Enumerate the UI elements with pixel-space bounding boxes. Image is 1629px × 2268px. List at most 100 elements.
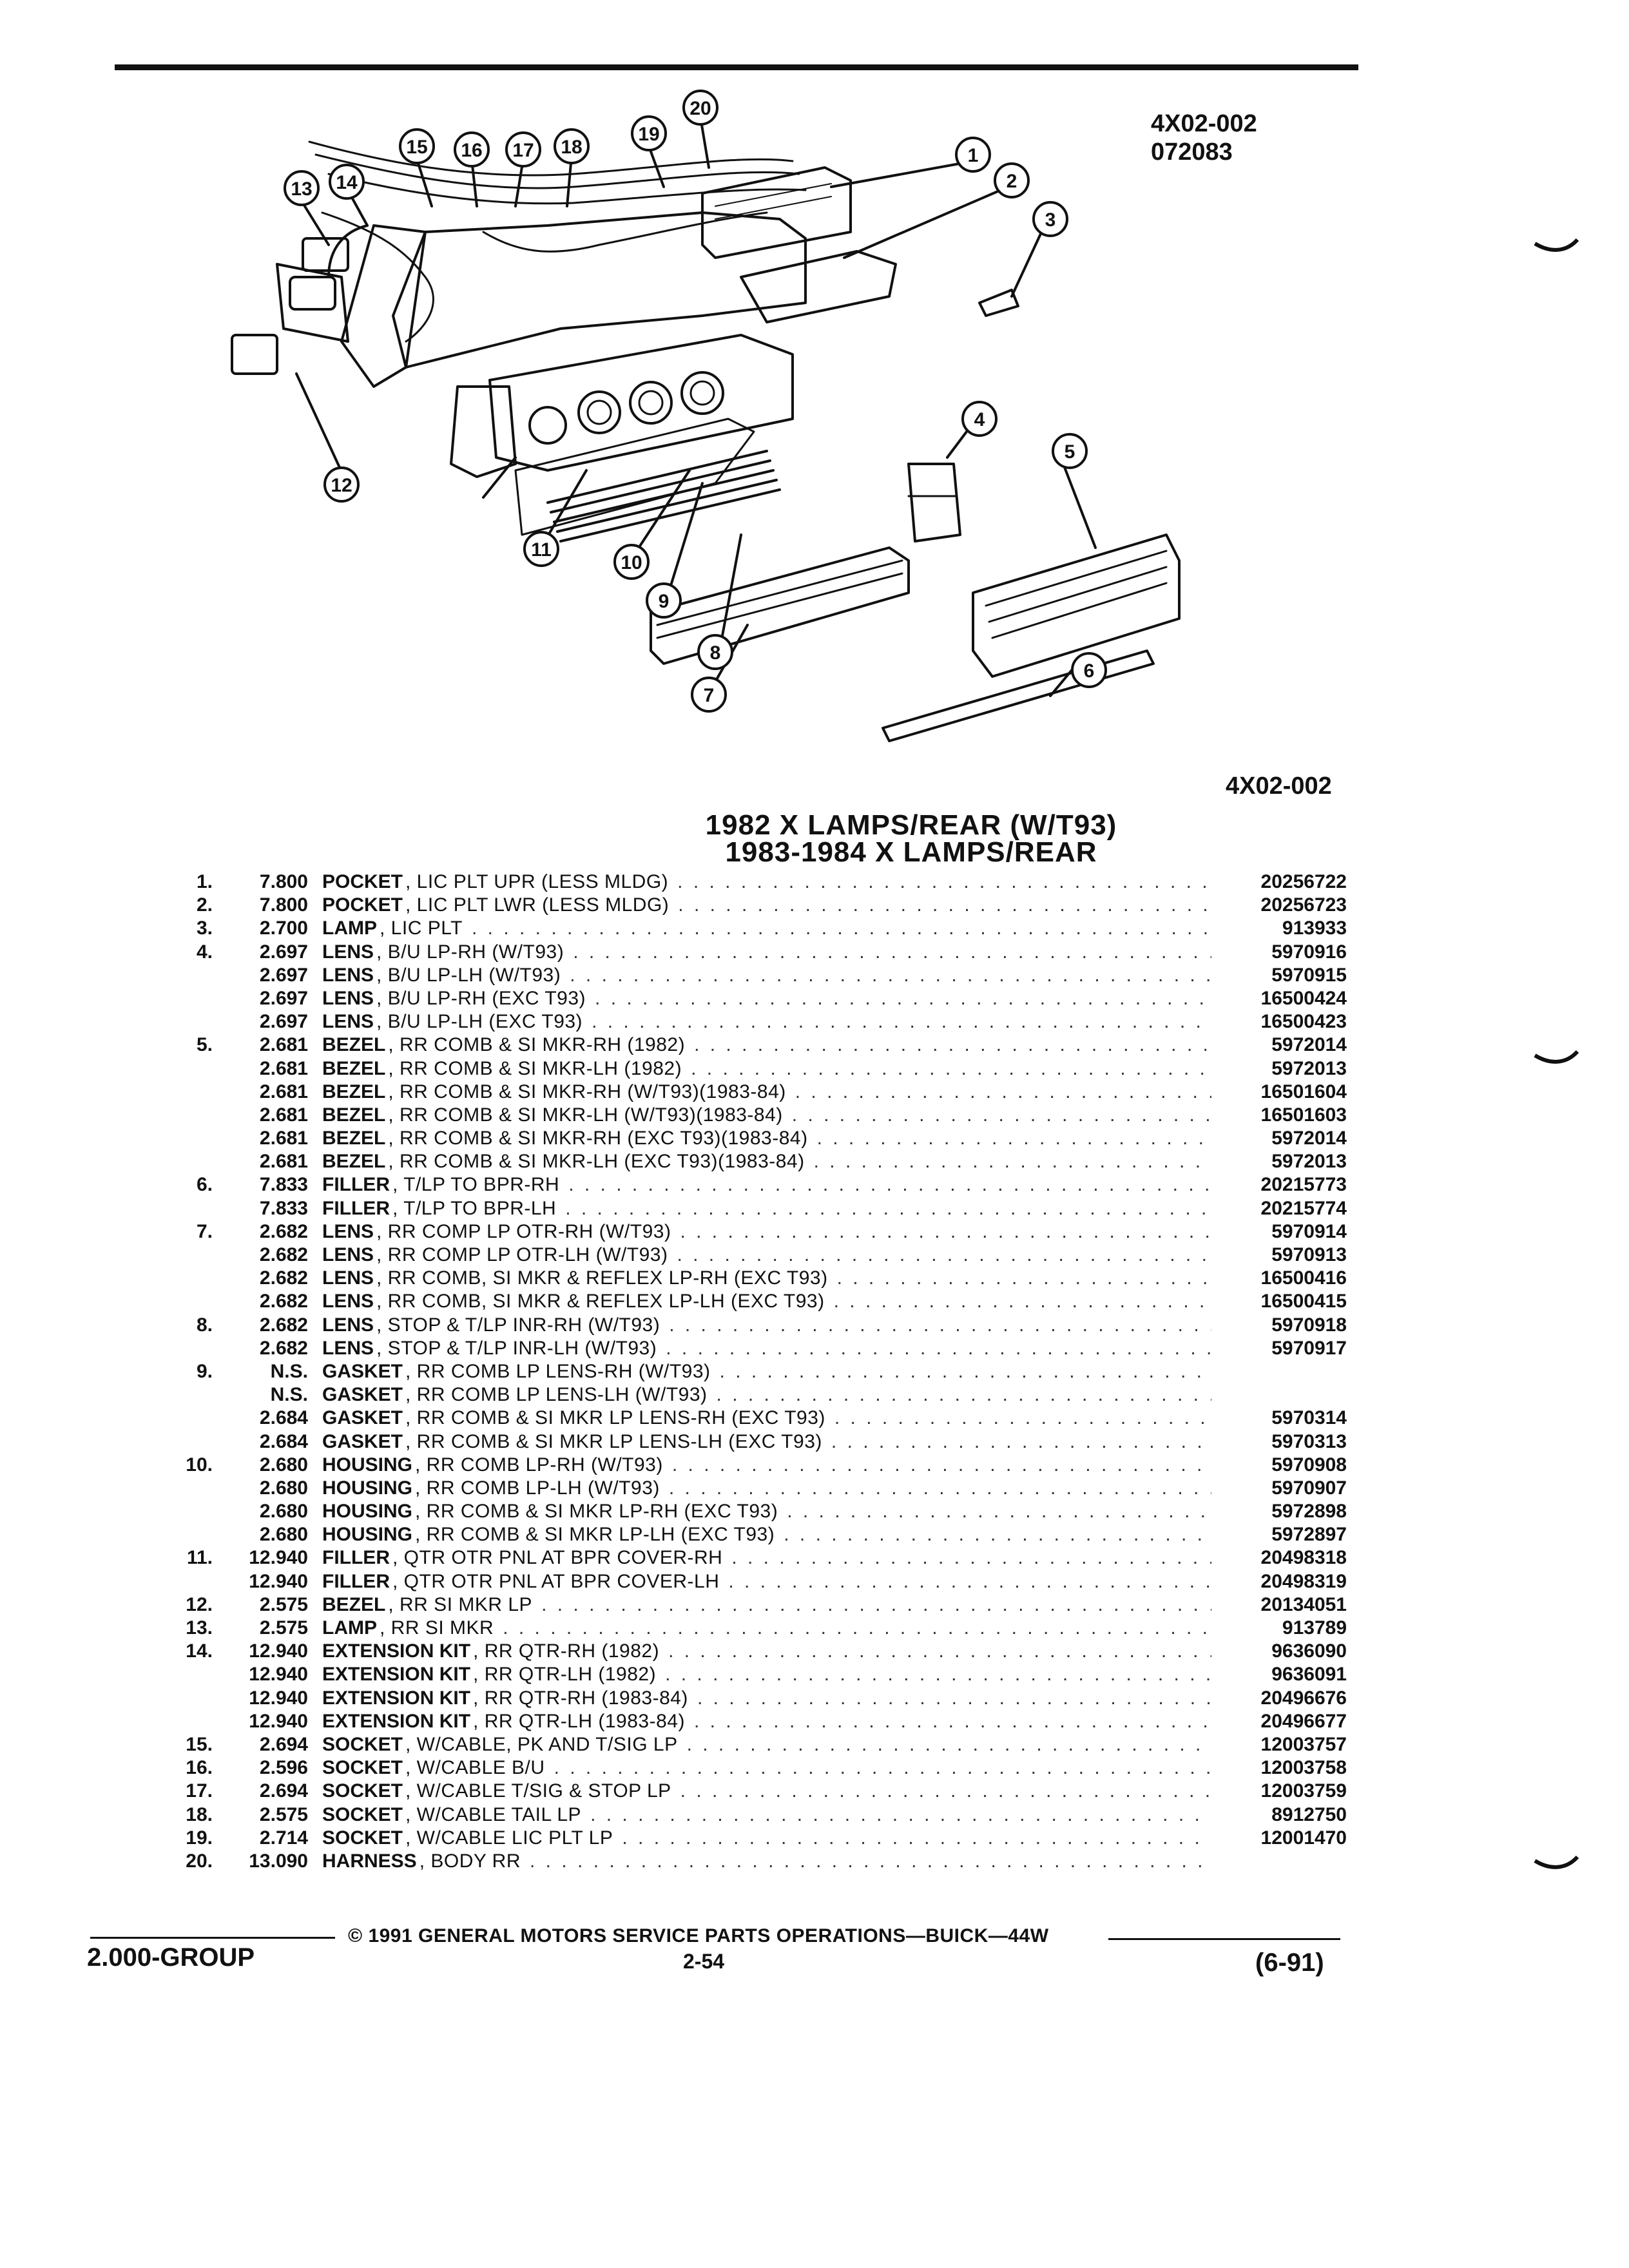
- leader-dots: . . . . . . . . . . . . . . . . . . . . …: [716, 1384, 1211, 1406]
- part-name: GASKET: [322, 1430, 403, 1452]
- group-code: 2.680: [259, 1454, 308, 1475]
- group-code: 2.681: [259, 1104, 308, 1126]
- part-name: GASKET: [322, 1360, 403, 1382]
- part-name: LENS: [322, 941, 374, 963]
- part-name: HOUSING: [322, 1501, 413, 1523]
- part-name: FILLER: [322, 1547, 390, 1569]
- part-number: 20496677: [1260, 1710, 1347, 1732]
- item-number: 6.: [196, 1174, 213, 1196]
- part-name: LENS: [322, 1314, 374, 1336]
- part-description: , RR COMB & SI MKR-RH (W/T93)(1983-84): [388, 1081, 786, 1102]
- group-code: 12.940: [249, 1710, 308, 1732]
- leader-dots: . . . . . . . . . . . . . . . . . . . . …: [678, 894, 1211, 916]
- part-description: , STOP & T/LP INR-LH (W/T93): [376, 1337, 657, 1359]
- callout-17: 17: [512, 140, 534, 161]
- part-number: 20215774: [1260, 1197, 1347, 1219]
- part-number: 5970908: [1271, 1454, 1347, 1475]
- part-number: 5972014: [1271, 1128, 1347, 1149]
- leader-dots: . . . . . . . . . . . . . . . . . . . . …: [833, 1291, 1211, 1312]
- binder-mark-bottom: [1534, 1856, 1579, 1869]
- part-description: , RR COMP LP OTR-RH (W/T93): [376, 1220, 671, 1242]
- part-name: SOCKET: [322, 1827, 403, 1849]
- item-number: 19.: [186, 1827, 213, 1849]
- group-code: 7.833: [259, 1174, 308, 1196]
- part-name: HARNESS: [322, 1850, 417, 1872]
- footer-rule-left: [90, 1937, 335, 1939]
- item-number: 8.: [196, 1314, 213, 1336]
- part-description: , W/CABLE TAIL LP: [405, 1803, 582, 1825]
- top-rule: [115, 64, 1358, 70]
- part-name: LENS: [322, 1267, 374, 1289]
- callout-8: 8: [710, 642, 721, 664]
- group-code: 2.680: [259, 1524, 308, 1546]
- binder-mark-top: [1534, 238, 1579, 252]
- part-description: , RR COMB LP LENS-LH (W/T93): [405, 1384, 708, 1406]
- leader-dots: . . . . . . . . . . . . . . . . . . . . …: [834, 1407, 1211, 1429]
- part-name: BEZEL: [322, 1057, 386, 1079]
- group-code: 12.940: [249, 1640, 308, 1662]
- part-description: , RR COMB & SI MKR-LH (1982): [388, 1057, 682, 1079]
- item-number: 9.: [196, 1360, 213, 1382]
- leader-dots: . . . . . . . . . . . . . . . . . . . . …: [471, 918, 1211, 939]
- part-description: , LIC PLT: [380, 918, 463, 939]
- part-description: , W/CABLE T/SIG & STOP LP: [405, 1780, 671, 1802]
- leader-dots: . . . . . . . . . . . . . . . . . . . . …: [668, 1477, 1211, 1499]
- group-code: 2.681: [259, 1151, 308, 1173]
- part-number: 12003757: [1260, 1733, 1347, 1755]
- part-number: 20498319: [1260, 1570, 1347, 1592]
- group-code: 13.090: [249, 1850, 308, 1872]
- leader-dots: . . . . . . . . . . . . . . . . . . . . …: [592, 1011, 1211, 1033]
- leader-dots: . . . . . . . . . . . . . . . . . . . . …: [693, 1710, 1211, 1732]
- group-code: 2.682: [259, 1314, 308, 1336]
- leader-dots: . . . . . . . . . . . . . . . . . . . . …: [573, 941, 1211, 963]
- part-description: , B/U LP-LH (W/T93): [376, 964, 561, 986]
- callout-16: 16: [461, 140, 482, 161]
- leader-dots: . . . . . . . . . . . . . . . . . . . . …: [791, 1104, 1211, 1126]
- part-description: , W/CABLE LIC PLT LP: [405, 1827, 613, 1849]
- part-name: SOCKET: [322, 1733, 403, 1755]
- part-name: LAMP: [322, 918, 377, 939]
- callout-4: 4: [974, 409, 985, 430]
- callout-14: 14: [336, 172, 358, 193]
- item-number: 5.: [196, 1034, 213, 1056]
- part-number: 5970918: [1271, 1314, 1347, 1336]
- leader-dots: . . . . . . . . . . . . . . . . . . . . …: [595, 987, 1211, 1009]
- group-code: 12.940: [249, 1547, 308, 1569]
- part-number: 16500423: [1260, 1011, 1347, 1033]
- part-number: 913789: [1282, 1617, 1347, 1639]
- part-name: EXTENSION KIT: [322, 1664, 471, 1686]
- parts-row: 9.N.S.GASKET, RR COMB LP LENS-RH (W/T93)…: [161, 1361, 1347, 1384]
- part-description: , LIC PLT UPR (LESS MLDG): [405, 871, 669, 892]
- callout-12: 12: [331, 475, 352, 496]
- part-description: , RR QTR-LH (1982): [473, 1664, 657, 1686]
- part-number: 5970917: [1271, 1337, 1347, 1359]
- callout-9: 9: [659, 591, 670, 612]
- part-name: EXTENSION KIT: [322, 1640, 471, 1662]
- item-number: 4.: [196, 941, 213, 963]
- part-description: , STOP & T/LP INR-RH (W/T93): [376, 1314, 660, 1336]
- part-name: LENS: [322, 1220, 374, 1242]
- part-name: BEZEL: [322, 1034, 386, 1056]
- leader-dots: . . . . . . . . . . . . . . . . . . . . …: [813, 1151, 1211, 1173]
- leader-dots: . . . . . . . . . . . . . . . . . . . . …: [503, 1617, 1211, 1639]
- part-description: , RR SI MKR: [380, 1617, 494, 1639]
- group-code: 2.682: [259, 1267, 308, 1289]
- part-number: 5970916: [1271, 941, 1347, 963]
- part-name: LENS: [322, 987, 374, 1009]
- part-number: 16500424: [1260, 987, 1347, 1009]
- part-number: 20215773: [1260, 1174, 1347, 1196]
- part-number: 8912750: [1271, 1803, 1347, 1825]
- part-name: FILLER: [322, 1174, 390, 1196]
